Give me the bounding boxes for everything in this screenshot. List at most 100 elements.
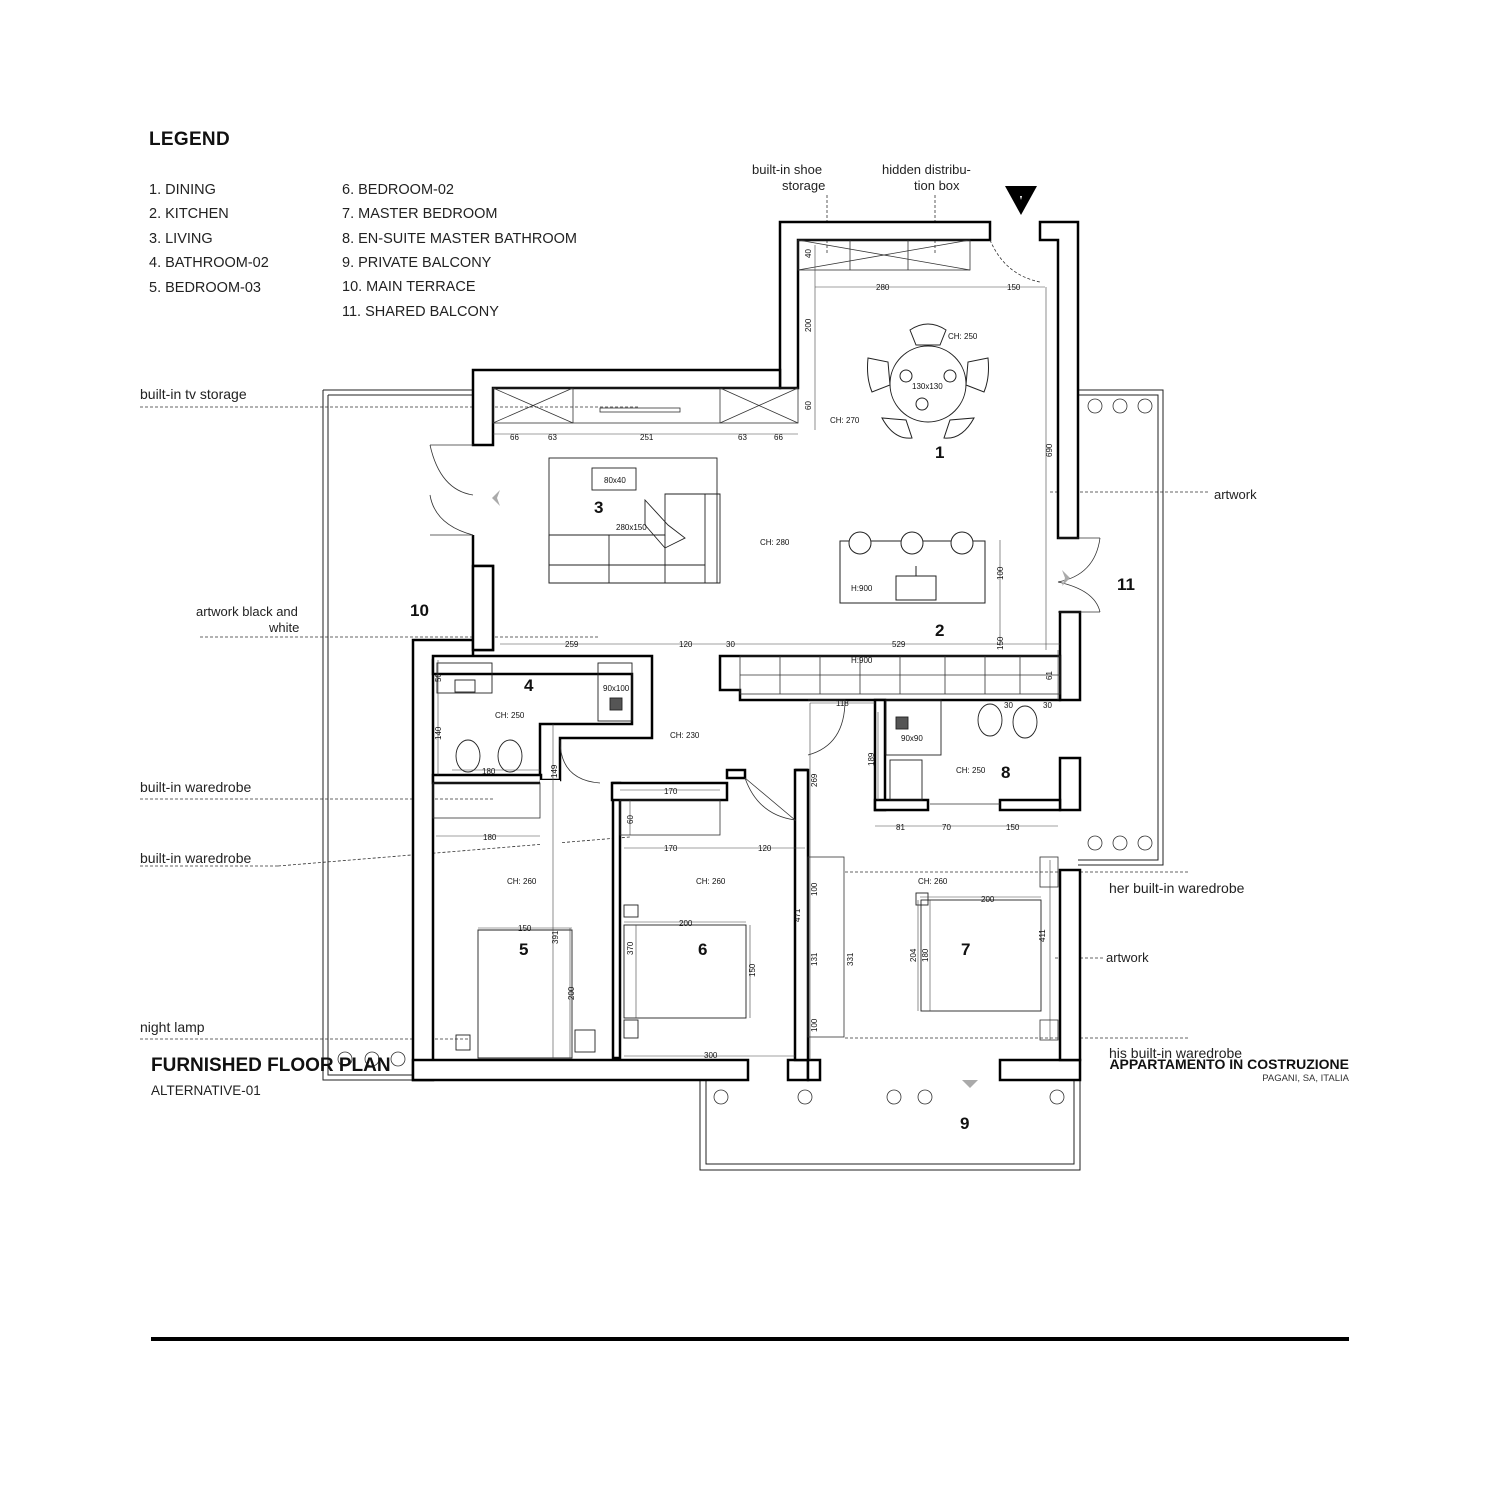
ch-bed03: CH: 260 [507, 877, 537, 886]
callout-shoe-storage-line2: storage [782, 178, 826, 193]
ceiling-heights: CH: 250 CH: 270 CH: 280 CH: 250 CH: 230 … [495, 332, 986, 886]
plan-subtitle: ALTERNATIVE-01 [151, 1083, 261, 1098]
ch-dining-a: CH: 250 [948, 332, 978, 341]
dim-118: 118 [836, 699, 849, 708]
dim-391: 391 [551, 930, 560, 944]
room-number-5: 5 [519, 940, 528, 959]
dim-189: 189 [867, 752, 876, 766]
room-number-4: 4 [524, 676, 534, 695]
ch-master: CH: 260 [918, 877, 948, 886]
ch-bath02: CH: 250 [495, 711, 525, 720]
dim-370: 370 [626, 941, 635, 955]
callout-her-wardrobe: her built-in waredrobe [1109, 880, 1245, 896]
built-in-storage [432, 239, 1061, 1041]
footer-rule [151, 1337, 1349, 1341]
legend-item-bedroom-02: 6. BEDROOM-02 [342, 182, 454, 198]
callout-artwork-master: artwork [1106, 950, 1149, 965]
dim-60-wardrobe: 60 [626, 815, 635, 824]
dim-204: 204 [909, 948, 918, 962]
legend-item-bedroom-03: 5. BEDROOM-03 [149, 280, 261, 296]
room-number-3: 3 [594, 498, 603, 517]
room-number-8: 8 [1001, 763, 1010, 782]
dim-200-bed7: 200 [981, 895, 995, 904]
callout-distribution-line1: hidden distribu- [882, 162, 971, 177]
dim-81: 81 [896, 823, 905, 832]
dim-149: 149 [550, 764, 559, 778]
ch-ensuite: CH: 250 [956, 766, 986, 775]
dim-60-tv: 60 [804, 401, 813, 410]
dim-200-entry: 200 [804, 318, 813, 332]
room-number-1: 1 [935, 443, 944, 462]
dim-150-bed5: 150 [518, 924, 532, 933]
dim-170b: 170 [664, 844, 678, 853]
room-number-2: 2 [935, 621, 944, 640]
legend-title: LEGEND [149, 129, 230, 150]
dim-251: 251 [640, 433, 654, 442]
dim-180-bed7: 180 [921, 948, 930, 962]
dim-471: 471 [793, 908, 802, 922]
ch-bed02: CH: 260 [696, 877, 726, 886]
legend-item-ensuite: 8. EN-SUITE MASTER BATHROOM [342, 231, 577, 247]
room-number-9: 9 [960, 1114, 969, 1133]
legend-item-living: 3. LIVING [149, 231, 213, 247]
legend-item-private-balcony: 9. PRIVATE BALCONY [342, 255, 492, 271]
label-island: H:900 [851, 584, 873, 593]
callout-artwork-bw-line2: white [269, 620, 300, 635]
legend-item-bathroom-02: 4. BATHROOM-02 [149, 255, 269, 271]
dim-100b: 100 [810, 1018, 819, 1032]
dim-63b: 63 [738, 433, 747, 442]
legend-item-main-terrace: 10. MAIN TERRACE [342, 279, 476, 295]
callout-his-wardrobe: his built-in waredrobe [1109, 1045, 1243, 1061]
dim-150-top: 150 [1007, 283, 1021, 292]
label-shower-ensuite: 90x90 [901, 734, 923, 743]
dim-150-bed6: 150 [748, 963, 757, 977]
callout-distribution-line2: tion box [914, 178, 960, 193]
dimension-lines [436, 245, 1060, 1060]
dim-63a: 63 [548, 433, 557, 442]
dim-150-kitchen: 150 [996, 636, 1005, 650]
dim-40: 40 [804, 249, 813, 258]
dim-30a: 30 [1004, 701, 1013, 710]
ch-hall: CH: 230 [670, 731, 700, 740]
legend-item-master-bedroom: 7. MASTER BEDROOM [342, 206, 498, 222]
beds [455, 892, 1042, 1059]
dim-61: 61 [1045, 671, 1054, 680]
callout-artwork-bw-line1: artwork black and [196, 604, 298, 619]
dim-131: 131 [810, 952, 819, 966]
dim-170a: 170 [664, 787, 678, 796]
plan-title: FURNISHED FLOOR PLAN [151, 1055, 391, 1076]
project-location: PAGANI, SA, ITALIA [1262, 1073, 1349, 1084]
dim-300: 300 [704, 1051, 718, 1060]
dim-66b: 66 [774, 433, 783, 442]
dim-120b: 120 [758, 844, 772, 853]
legend-item-dining: 1. DINING [149, 182, 216, 198]
ch-dining-b: CH: 270 [830, 416, 860, 425]
label-rug: 280x150 [616, 523, 647, 532]
dim-140: 140 [434, 726, 443, 740]
dim-66a: 66 [510, 433, 519, 442]
legend-item-kitchen: 2. KITCHEN [149, 206, 229, 222]
dim-259: 259 [565, 640, 579, 649]
dim-200-bed6: 200 [679, 919, 693, 928]
callout-wardrobe-1: built-in waredrobe [140, 779, 252, 795]
room-number-7: 7 [961, 940, 970, 959]
room-number-11: 11 [1117, 575, 1135, 594]
dim-120a: 120 [679, 640, 693, 649]
dimension-labels: 280 150 40 200 60 66 63 251 63 66 690 10… [434, 249, 1054, 1060]
callout-tv-storage: built-in tv storage [140, 386, 247, 402]
kitchen-island [839, 531, 986, 604]
dim-150-ensuite: 150 [1006, 823, 1020, 832]
dim-280: 280 [876, 283, 890, 292]
dim-50: 50 [434, 673, 443, 682]
dim-529: 529 [892, 640, 906, 649]
dim-690: 690 [1045, 443, 1054, 457]
living-furniture [548, 457, 721, 584]
callout-shoe-storage-line1: built-in shoe [752, 162, 823, 177]
dining-table [867, 323, 989, 439]
dim-200-bed5: 200 [567, 986, 576, 1000]
ch-living: CH: 280 [760, 538, 790, 547]
entry-arrow [1005, 186, 1037, 215]
dim-331: 331 [846, 952, 855, 966]
dim-180-bath: 180 [482, 767, 496, 776]
